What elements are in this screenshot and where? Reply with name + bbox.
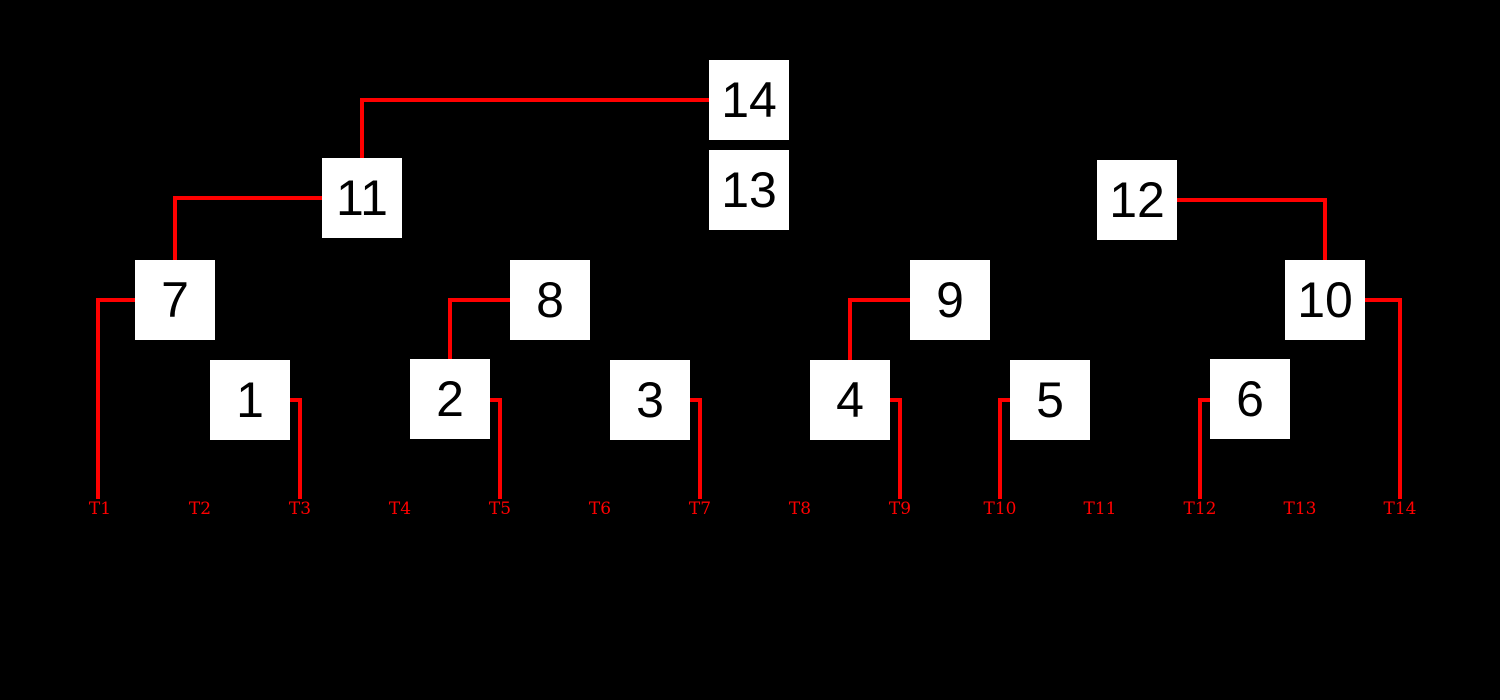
team-label-T4: T4 [388,499,412,519]
connector-5-to-T10 [998,398,1010,499]
match-box-2: 2 [410,359,490,439]
team-label-T9: T9 [888,499,912,519]
connector-6-to-T12 [1198,398,1210,499]
connector-1-to-T3 [290,398,302,499]
team-label-T5: T5 [488,499,512,519]
team-label-T8: T8 [788,499,812,519]
team-label-T10: T10 [983,499,1017,519]
team-label-T14: T14 [1383,499,1417,519]
match-box-14: 14 [709,60,789,140]
match-box-9: 9 [910,260,990,340]
connector-8-to-2 [448,298,510,359]
team-label-T6: T6 [588,499,612,519]
connector-7-to-T1 [96,298,135,499]
match-box-5: 5 [1010,360,1090,440]
connector-2-to-T5 [490,398,502,499]
connector-12-to-10 [1177,198,1327,260]
team-label-T3: T3 [288,499,312,519]
match-box-12: 12 [1097,160,1177,240]
connector-11-to-7 [173,196,322,260]
connector-4-to-T9 [890,398,902,499]
team-label-T12: T12 [1183,499,1217,519]
connector-3-to-T7 [690,398,702,499]
match-box-8: 8 [510,260,590,340]
match-box-6: 6 [1210,359,1290,439]
match-box-4: 4 [810,360,890,440]
connector-14-to-11 [360,98,709,158]
match-box-7: 7 [135,260,215,340]
team-label-T1: T1 [88,499,112,519]
team-label-T7: T7 [688,499,712,519]
connector-9-to-4 [848,298,910,360]
match-box-13: 13 [709,150,789,230]
team-label-T11: T11 [1083,499,1117,519]
match-box-3: 3 [610,360,690,440]
team-label-T13: T13 [1283,499,1317,519]
match-box-11: 11 [322,158,402,238]
match-box-1: 1 [210,360,290,440]
team-label-T2: T2 [188,499,212,519]
match-box-10: 10 [1285,260,1365,340]
connector-10-to-T14 [1365,298,1402,499]
